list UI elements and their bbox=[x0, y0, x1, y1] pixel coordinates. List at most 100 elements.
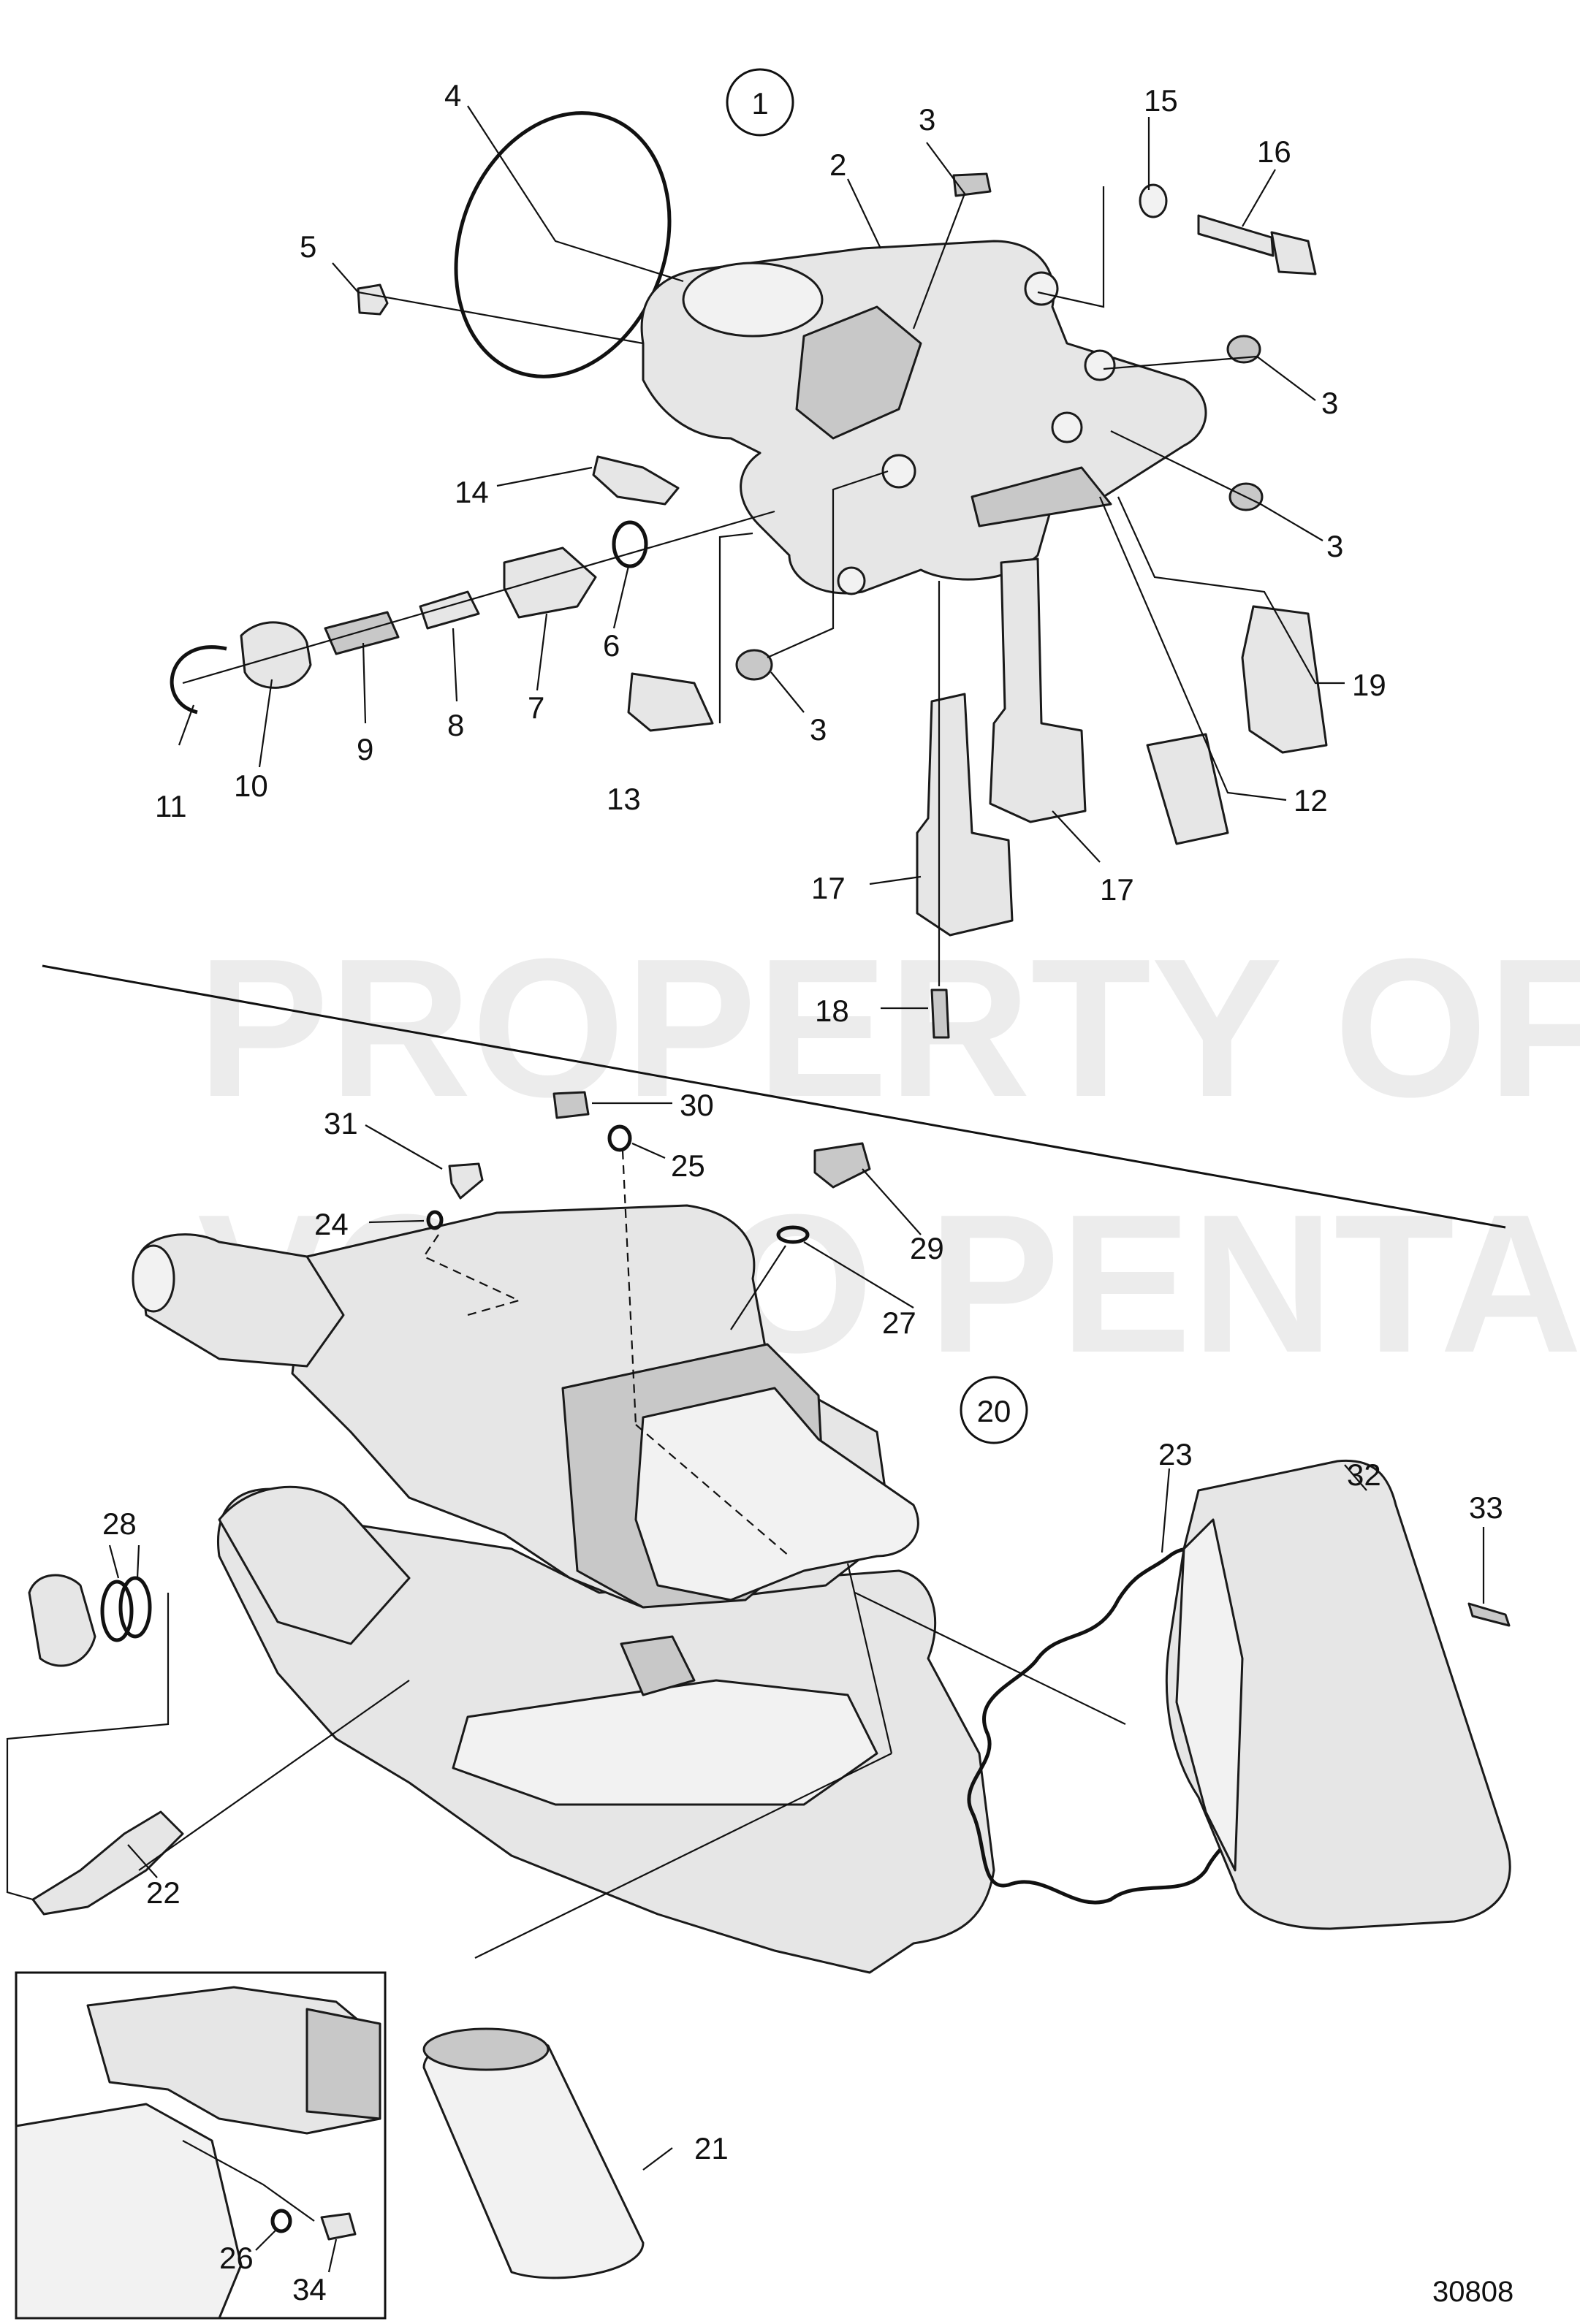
circlip-part-11 bbox=[170, 645, 227, 715]
leader-3-right-2 bbox=[1110, 430, 1323, 541]
leader-13 bbox=[718, 532, 753, 723]
part-label: 31 bbox=[324, 1106, 358, 1140]
solenoid-part-17-left bbox=[916, 693, 1014, 937]
side-cover-flange bbox=[1175, 1518, 1244, 1872]
washer-part-24 bbox=[426, 1210, 444, 1230]
leader-34 bbox=[327, 2239, 338, 2273]
part-label: 10 bbox=[234, 769, 268, 803]
leader-2 bbox=[847, 178, 881, 249]
housing-bore bbox=[682, 262, 824, 338]
leader-16 bbox=[1242, 169, 1276, 227]
leader-8 bbox=[452, 628, 458, 702]
housing-boss-4 bbox=[881, 454, 916, 489]
part-label: 22 bbox=[146, 1875, 181, 1910]
part-label: 34 bbox=[292, 2272, 327, 2306]
drawing-number: 30808 bbox=[1432, 2276, 1513, 2308]
leader-23 bbox=[1161, 1468, 1171, 1553]
part-label: 6 bbox=[603, 628, 620, 663]
washer-part-26 bbox=[270, 2209, 292, 2233]
group-callout-1-text: 1 bbox=[751, 86, 768, 121]
leader-7 bbox=[536, 613, 548, 691]
section-divider bbox=[42, 964, 1506, 1229]
part-label: 18 bbox=[815, 994, 849, 1028]
intake-tube bbox=[218, 1485, 411, 1645]
group-callout-1: 1 bbox=[726, 68, 794, 137]
part-label: 3 bbox=[810, 712, 827, 747]
screw-part-34 bbox=[320, 2212, 357, 2241]
leader-9 bbox=[362, 642, 367, 724]
housing-boss-5 bbox=[837, 566, 866, 595]
part-label: 12 bbox=[1294, 783, 1328, 818]
part-label: 28 bbox=[102, 1506, 137, 1541]
leader-17-left bbox=[869, 875, 922, 885]
dashed-24 bbox=[422, 1234, 522, 1317]
part-label: 19 bbox=[1352, 668, 1386, 702]
leader-14 bbox=[496, 466, 593, 487]
housing-lip bbox=[971, 466, 1112, 527]
o-ring-part-28-b bbox=[118, 1576, 152, 1639]
part-label: 32 bbox=[1347, 1458, 1381, 1492]
valve-body-part-7 bbox=[503, 546, 597, 619]
part-label: 8 bbox=[447, 708, 464, 742]
leader-28 bbox=[108, 1544, 140, 1579]
o-ring-part-27 bbox=[776, 1225, 810, 1244]
leader-11 bbox=[178, 704, 195, 746]
part-label: 7 bbox=[528, 690, 544, 725]
o-ring-part-28-a bbox=[100, 1580, 134, 1642]
o-ring-part-4 bbox=[454, 111, 672, 378]
transmission-group bbox=[6, 1091, 1511, 2279]
part-labels: 4 3 2 15 16 5 3 3 14 6 7 8 9 10 11 3 13 … bbox=[102, 78, 1503, 2306]
leader-5 bbox=[332, 262, 644, 345]
part-label: 27 bbox=[882, 1306, 916, 1340]
group-callout-20-text: 20 bbox=[977, 1394, 1011, 1428]
part-label: 9 bbox=[357, 732, 373, 766]
leader-24 bbox=[368, 1219, 425, 1224]
filter-insert-part-12 bbox=[1146, 733, 1229, 845]
leader-10 bbox=[258, 679, 273, 768]
washer-part-15 bbox=[1139, 183, 1168, 218]
o-ring-part-6 bbox=[612, 520, 648, 568]
leader-19 bbox=[1117, 496, 1345, 685]
bushing-part-14 bbox=[592, 455, 680, 506]
side-cover-part-32 bbox=[1165, 1459, 1511, 1930]
group-callout-20: 20 bbox=[960, 1376, 1028, 1444]
part-label: 17 bbox=[811, 871, 846, 905]
plug-part-3-top bbox=[952, 172, 992, 197]
leader-6 bbox=[612, 565, 630, 629]
part-label: 17 bbox=[1100, 872, 1134, 907]
part-label: 23 bbox=[1158, 1437, 1193, 1471]
drive-coupling bbox=[137, 1233, 345, 1368]
oil-filter-part-21 bbox=[422, 2034, 645, 2279]
watermark: PROPERTY OF VOLVO PENTA bbox=[197, 918, 1580, 1394]
leader-spool bbox=[182, 510, 775, 685]
leader-12 bbox=[1098, 496, 1287, 801]
leader-25 bbox=[631, 1142, 666, 1159]
part-label: 2 bbox=[829, 148, 846, 182]
part-label: 14 bbox=[455, 475, 489, 509]
mounted-valve-block bbox=[634, 1387, 919, 1601]
leader-27 bbox=[803, 1241, 914, 1308]
part-label: 15 bbox=[1144, 83, 1178, 118]
leader-3-lower bbox=[767, 470, 889, 713]
leader-28-box bbox=[6, 1593, 170, 1901]
leader-23-b bbox=[854, 1592, 1126, 1725]
part-label: 29 bbox=[910, 1231, 944, 1265]
part-label: 11 bbox=[155, 789, 187, 823]
valve-needle-part-8 bbox=[419, 590, 480, 630]
mounted-solenoid bbox=[620, 1635, 696, 1696]
part-label: 5 bbox=[300, 229, 316, 264]
leader-27-link bbox=[730, 1245, 786, 1330]
inset-spline bbox=[305, 2008, 381, 2120]
plug-part-29 bbox=[813, 1142, 871, 1189]
coupling-end bbox=[132, 1244, 175, 1313]
leader-32 bbox=[1344, 1464, 1367, 1491]
leader-26 bbox=[255, 2228, 278, 2251]
part-label: 25 bbox=[671, 1148, 705, 1183]
part-label: 33 bbox=[1469, 1490, 1503, 1525]
plug-part-3-right-1 bbox=[1226, 335, 1261, 364]
valve-housing-group bbox=[170, 105, 1345, 1039]
sensor-part-19 bbox=[1241, 605, 1328, 754]
leader-15-16 bbox=[1037, 117, 1150, 308]
solenoid-part-17-right bbox=[989, 557, 1087, 823]
oil-filter-top bbox=[422, 2027, 550, 2071]
